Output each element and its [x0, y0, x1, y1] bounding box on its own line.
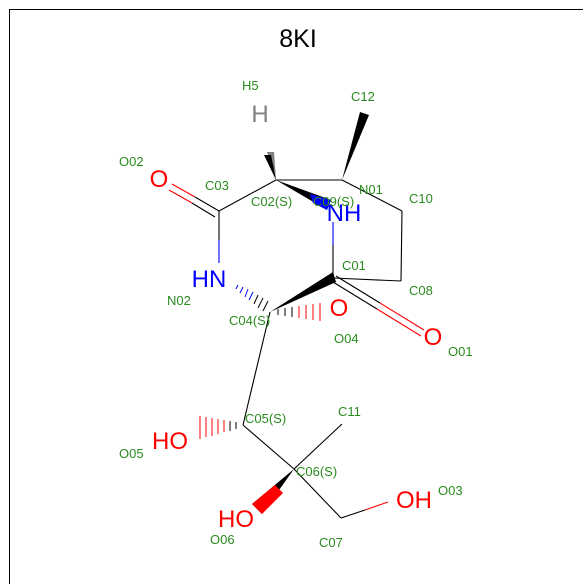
bond-c03-o02-c: [191, 202, 216, 218]
bond-c04-c01: [270, 272, 336, 312]
bond-c04-o04-hash-o: [298, 303, 321, 321]
label-c10: C10: [409, 191, 433, 206]
label-o05: O05: [119, 446, 144, 461]
bond-c03-o02-a: [194, 196, 220, 212]
bond-c05-o05-hash: [229, 421, 237, 431]
atom-o05: HO: [152, 428, 188, 455]
bond-c05-o05-hash-o: [199, 416, 225, 439]
bond-c06-c11: [293, 423, 343, 470]
label-c02: C02(S): [251, 194, 292, 209]
bond-c07-o03-a: [340, 509, 366, 519]
bond-c09-c10: [341, 179, 403, 212]
bond-c01-o01-d: [376, 308, 422, 337]
label-c11: C11: [338, 404, 361, 419]
diagram-frame: [9, 9, 583, 584]
label-n02: N02: [167, 293, 191, 308]
bond-n02-c04-hash-c: [253, 294, 269, 312]
label-o02: O02: [119, 154, 144, 169]
atom-o06: HO: [218, 506, 254, 533]
atom-n02: HN: [192, 266, 227, 293]
label-c05: C05(S): [245, 411, 286, 426]
bond-c03-o02-d: [168, 189, 193, 204]
bond-c01-c08: [332, 277, 402, 282]
bond-c02-n01-wedge-n: [310, 194, 331, 210]
label-n01: N01: [359, 182, 383, 197]
bond-c01-o01-a: [335, 275, 381, 304]
label-h5: H5: [242, 78, 259, 93]
bond-c02-c03: [218, 179, 277, 212]
molecule-title: 8KI: [279, 25, 317, 53]
label-o01: O01: [448, 344, 473, 359]
atom-o01: O: [424, 324, 443, 351]
label-c03: C03: [205, 178, 229, 193]
bond-c02-h5-base: [264, 155, 276, 180]
bond-c05-c06: [242, 424, 295, 470]
bond-c04-o04-hash: [277, 307, 293, 317]
atom-h5: H: [251, 101, 268, 128]
bond-c01-o01-b: [379, 302, 425, 331]
atom-o04: O: [330, 295, 349, 322]
label-o06: O06: [210, 532, 235, 547]
label-c01: C01: [342, 258, 366, 273]
label-c07: C07: [319, 535, 343, 550]
bond-c07-o03-b: [364, 501, 389, 511]
label-o04: O04: [334, 331, 359, 346]
bond-c06-c07: [293, 468, 342, 519]
label-c04: C04(S): [229, 313, 270, 328]
label-c09: C09(S): [313, 194, 354, 209]
label-c06: C06(S): [296, 464, 337, 479]
atom-o03: OH: [396, 487, 432, 514]
bond-c01-o01-c: [332, 281, 378, 310]
label-o03: O03: [438, 483, 463, 498]
label-c08: C08: [409, 283, 433, 298]
label-c12: C12: [351, 89, 375, 104]
bond-n02-c04-hash: [235, 284, 254, 301]
bond-c04-c05: [242, 311, 271, 426]
atom-n01: NH: [327, 200, 362, 227]
bond-c06-o06-o: [252, 485, 283, 514]
atom-o02: O: [150, 166, 169, 193]
bond-c10-c08: [400, 210, 403, 282]
bond-c09-c12: [342, 112, 369, 180]
bond-c03-o02-b: [171, 183, 196, 198]
